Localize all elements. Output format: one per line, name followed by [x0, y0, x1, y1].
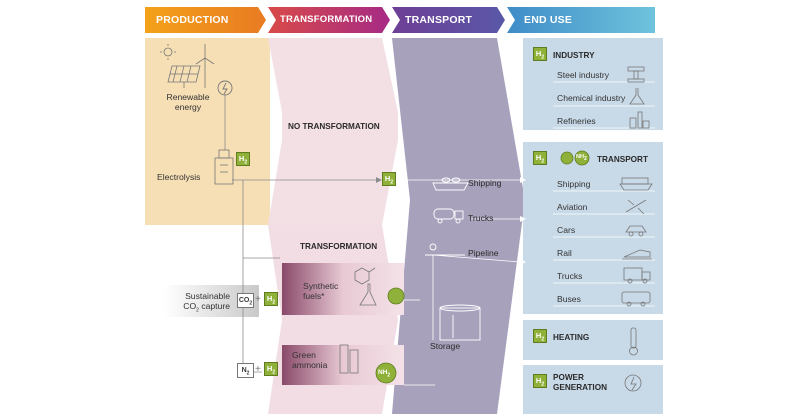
heating-title: HEATING	[553, 333, 590, 342]
plus-sign-n2: +	[255, 364, 261, 375]
ammonia-tank-icon	[339, 344, 359, 374]
pipeline-icon	[425, 243, 465, 256]
header-transport-band	[392, 7, 505, 33]
refinery-icon	[629, 111, 650, 129]
co2-badge: CO2	[237, 293, 254, 308]
transformation-panel-lower	[268, 225, 398, 414]
industry-title: INDUSTRY	[553, 51, 595, 60]
h2-badge-end-transport: H2	[533, 151, 547, 165]
solar-panel-icon	[160, 44, 201, 88]
ship-icon	[432, 177, 469, 191]
header-production-band	[145, 7, 266, 33]
h2-badge-power: H2	[533, 374, 547, 388]
storage-tank-icon	[439, 304, 481, 341]
train-icon	[622, 249, 652, 260]
fuel-drop-small-icon	[560, 151, 574, 165]
end-transport-item-trucks: Trucks	[557, 271, 583, 281]
power-generation-icon	[624, 374, 642, 392]
thermometer-icon	[629, 327, 638, 356]
cargo-ship-icon	[619, 177, 653, 191]
n2-badge: N2	[237, 363, 254, 378]
header-transport: TRANSPORT	[405, 14, 473, 26]
electrolysis-label: Electrolysis	[157, 172, 201, 182]
nh3-small-label: NH2	[576, 154, 587, 163]
h2-badge-ammonia: H2	[264, 362, 278, 376]
flask-icon	[359, 283, 377, 306]
production-panel	[145, 38, 270, 225]
end-transport-item-cars: Cars	[557, 225, 576, 235]
no-transformation-label: NO TRANSFORMATION	[288, 122, 380, 131]
power-icon	[217, 80, 233, 96]
airplane-icon	[625, 199, 647, 215]
car-icon	[625, 225, 647, 237]
header-end-use-band	[507, 7, 655, 33]
end-transport-item-aviation: Aviation	[557, 202, 588, 212]
industry-item-refineries: Refineries	[557, 116, 596, 126]
fuel-drop-icon	[387, 287, 405, 305]
transformation-label: TRANSFORMATION	[300, 242, 378, 251]
h2-badge-no-transformation: H2	[382, 172, 396, 186]
end-use-power-panel	[523, 365, 663, 414]
transport-pipeline-label: Pipeline	[468, 248, 499, 258]
header-production: PRODUCTION	[156, 14, 229, 26]
synthetic-fuels-box	[282, 263, 404, 315]
transformation-panel	[268, 38, 398, 225]
header-transformation: TRANSFORMATION	[280, 14, 373, 25]
transport-panel	[392, 38, 525, 414]
industry-item-chemical: Chemical industry	[557, 93, 626, 103]
end-transport-item-rail: Rail	[557, 248, 572, 258]
transport-shipping-label: Shipping	[468, 178, 502, 188]
nh3-circle-icon	[375, 362, 397, 384]
nh3-circle-small-icon	[574, 150, 590, 166]
chemical-flask-icon	[629, 88, 645, 105]
industry-item-steel: Steel industry	[557, 70, 610, 80]
end-use-transport-panel	[523, 142, 663, 314]
transport-trucks-label: Trucks	[468, 213, 494, 223]
h2-badge-heating: H2	[533, 329, 547, 343]
header-end-use: END USE	[524, 14, 573, 26]
end-transport-title: TRANSPORT	[597, 155, 648, 164]
bus-icon	[621, 291, 651, 307]
delivery-truck-icon	[623, 267, 651, 284]
electrolyzer-icon	[214, 149, 234, 185]
wind-turbine-icon	[195, 44, 215, 88]
h2-badge-industry: H2	[533, 47, 547, 61]
h2-badge-synthetic: H2	[264, 292, 278, 306]
steel-beam-icon	[627, 66, 645, 83]
truck-icon	[433, 208, 464, 224]
plus-sign-co2: +	[255, 294, 261, 305]
transport-storage-label: Storage	[430, 341, 461, 351]
nh3-label: NH2	[378, 369, 391, 379]
end-transport-item-shipping: Shipping	[557, 179, 591, 189]
header-transformation-band	[268, 7, 390, 33]
end-transport-item-buses: Buses	[557, 294, 581, 304]
h2-badge-electrolysis: H2	[236, 152, 250, 166]
sustainable-co2-capture-label: Sustainable CO2 capture	[183, 291, 230, 314]
molecule-icon	[354, 267, 376, 285]
